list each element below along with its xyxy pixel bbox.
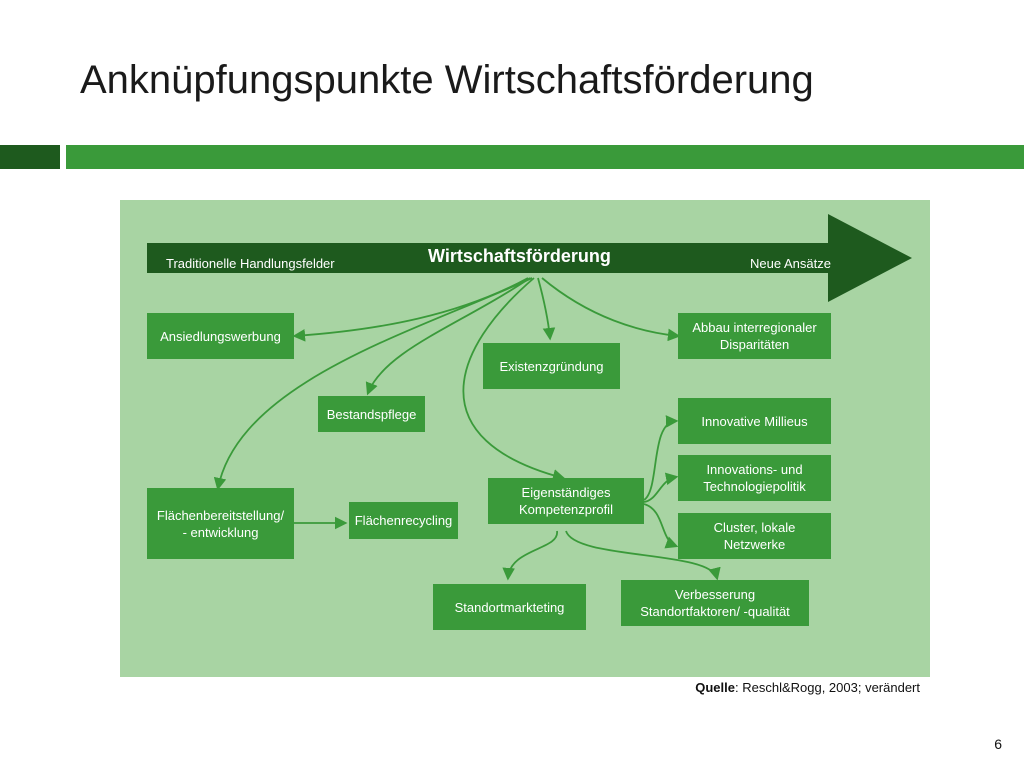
link-to-abbau	[541, 277, 681, 342]
arrow-label-traditionell: Traditionelle Handlungsfelder	[166, 256, 335, 271]
box-standortmarketing: Standortmarkteting	[433, 584, 586, 630]
box-existenzgruendung: Existenzgründung	[483, 343, 620, 389]
link-to-existenzgruendung	[537, 277, 556, 341]
header-bar-accent	[0, 145, 60, 169]
link-to-flaechenbereitstellung	[213, 277, 533, 491]
connector-lines	[147, 214, 912, 581]
box-verbesserung-standortfaktoren: Verbesserung Standortfaktoren/ -qualität	[621, 580, 809, 626]
source-text: : Reschl&Rogg, 2003; verändert	[735, 680, 920, 695]
link-to-ansiedlungswerbung	[292, 277, 529, 342]
link-to-innovative-millieus	[643, 415, 679, 501]
box-flaechenbereitstellung: Flächenbereitstellung/ - entwicklung	[147, 488, 294, 559]
link-to-innovationspolitik	[643, 472, 679, 503]
diagram-canvas: Traditionelle Handlungsfelder Wirtschaft…	[120, 200, 930, 677]
main-arrow	[147, 214, 912, 302]
link-to-cluster	[643, 503, 679, 549]
source-label: Quelle	[695, 680, 735, 695]
arrow-label-wirtschaftsfoerderung: Wirtschaftsförderung	[428, 246, 611, 266]
box-kompetenzprofil: Eigenständiges Kompetenzprofil	[488, 478, 644, 524]
source-citation: Quelle: Reschl&Rogg, 2003; verändert	[695, 680, 920, 695]
box-bestandspflege: Bestandspflege	[318, 396, 425, 432]
box-innovative-millieus: Innovative Millieus	[678, 398, 831, 444]
box-ansiedlungswerbung: Ansiedlungswerbung	[147, 313, 294, 359]
box-abbau-disparitaeten: Abbau interregionaler Disparitäten	[678, 313, 831, 359]
box-flaechenrecycling: Flächenrecycling	[349, 502, 458, 539]
page-number: 6	[994, 736, 1002, 752]
link-to-bestandspflege	[365, 277, 531, 396]
link-to-verbesserung	[565, 530, 721, 581]
link-to-standortmarketing	[502, 530, 558, 581]
header-bar	[66, 145, 1024, 169]
box-innovations-technologiepolitik: Innovations- und Technologiepolitik	[678, 455, 831, 501]
page-title: Anknüpfungspunkte Wirtschaftsförderung	[80, 58, 814, 102]
arrow-label-neue-ansaetze: Neue Ansätze	[750, 256, 831, 271]
box-cluster-netzwerke: Cluster, lokale Netzwerke	[678, 513, 831, 559]
link-to-kompetenzprofil	[462, 277, 566, 482]
